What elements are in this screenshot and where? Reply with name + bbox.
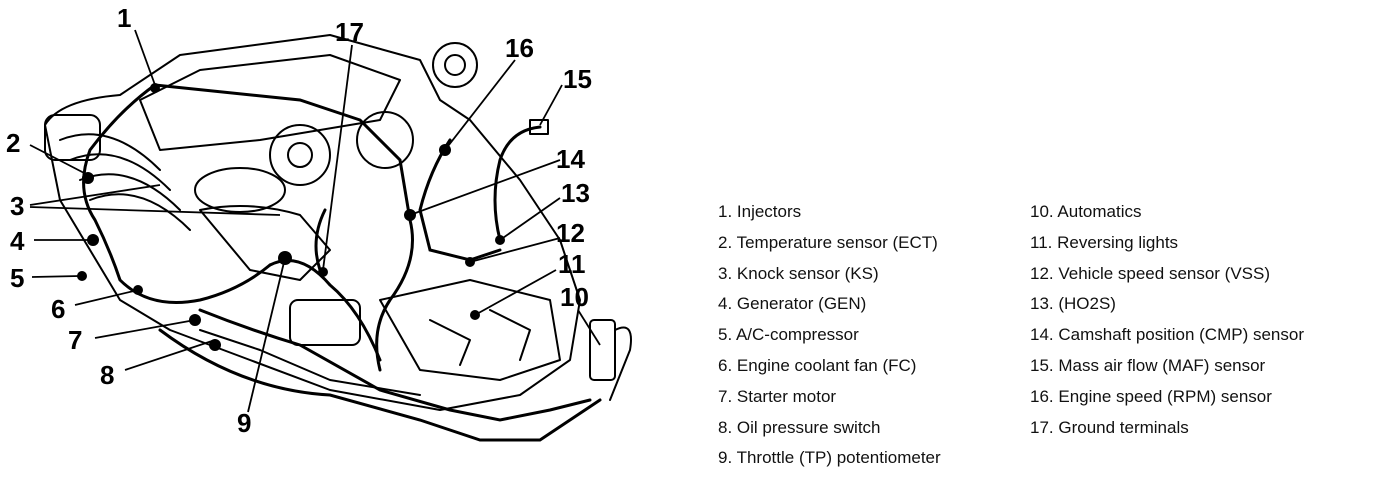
leader-3b: [29, 206, 281, 216]
legend-item: 12. Vehicle speed sensor (VSS): [1030, 263, 1271, 283]
oil-pan: [199, 329, 421, 396]
harness-injectors: [153, 83, 412, 222]
left-cover: [44, 114, 101, 161]
connector-dot: [82, 172, 94, 184]
leader-6: [74, 289, 139, 306]
alternator: [194, 167, 286, 213]
legend-item: 5. A/C-compressor: [718, 325, 859, 345]
leader-15: [539, 84, 563, 126]
harness-main: [82, 83, 272, 304]
connector-dot: [150, 83, 160, 93]
leader-8: [124, 339, 216, 371]
connector-dot: [318, 267, 328, 277]
leader-2: [29, 144, 89, 176]
pulley-top: [432, 42, 478, 88]
intake-runners: [59, 133, 191, 231]
valve-bracket: [589, 319, 616, 381]
leader-16: [444, 59, 516, 151]
pulley-inner: [287, 142, 313, 168]
callout-12: 12: [556, 218, 585, 248]
legend-item: 15. Mass air flow (MAF) sensor: [1030, 355, 1266, 375]
callout-4: 4: [10, 226, 25, 256]
callout-14: 14: [556, 144, 585, 174]
valve-lead: [609, 326, 632, 401]
pulley-top-inner: [444, 54, 466, 76]
callout-8: 8: [100, 360, 115, 390]
legend-item: 16. Engine speed (RPM) sensor: [1030, 386, 1272, 406]
legend-left-column: 1. Injectors 2. Temperature sensor (ECT)…: [718, 197, 941, 474]
legend-right-column: 10. Automatics 11. Reversing lights 12. …: [1030, 197, 1304, 443]
callout-7: 7: [68, 325, 83, 355]
legend-item: 8. Oil pressure switch: [718, 417, 881, 437]
engine-wiring-diagram: [29, 29, 632, 442]
leader-1: [134, 29, 156, 86]
legend-item: 14. Camshaft position (CMP) sensor: [1030, 325, 1304, 345]
callout-1: 1: [117, 3, 132, 33]
legend-item: 10. Automatics: [1030, 202, 1142, 221]
connector-dot: [209, 339, 221, 351]
connector-dot: [87, 234, 99, 246]
legend-item: 1. Injectors: [718, 202, 802, 221]
transmission-detail: [429, 309, 531, 366]
engine-block-outline: [44, 34, 581, 411]
callout-13: 13: [561, 178, 590, 208]
legend-item: 13. (HO2S): [1030, 294, 1116, 314]
leader-12: [469, 237, 561, 263]
harness-lower: [198, 308, 592, 422]
callout-10: 10: [560, 282, 589, 312]
transmission-housing: [379, 279, 561, 381]
leader-5: [31, 275, 81, 278]
legend-item: 11. Reversing lights: [1030, 232, 1179, 252]
leader-7: [94, 319, 196, 339]
harness-right: [375, 218, 414, 372]
callout-5: 5: [10, 263, 25, 293]
callout-17: 17: [335, 17, 364, 47]
harness-maf: [493, 125, 542, 242]
leader-11: [474, 269, 557, 316]
leader-3a: [29, 184, 161, 206]
legend-item: 17. Ground terminals: [1030, 417, 1189, 437]
legend-item: 4. Generator (GEN): [718, 294, 867, 314]
legend-item: 7. Starter motor: [718, 386, 837, 406]
leader-9: [247, 257, 286, 413]
connector-dot: [77, 271, 87, 281]
callout-3: 3: [10, 191, 25, 221]
valve-cover: [139, 54, 401, 151]
maf-connector: [529, 119, 549, 135]
leader-13: [499, 197, 561, 241]
leader-17: [322, 44, 353, 271]
harness-top: [418, 138, 502, 262]
legend-item: 3. Knock sensor (KS): [718, 263, 879, 283]
callout-15: 15: [563, 64, 592, 94]
callout-16: 16: [505, 33, 534, 63]
leader-10: [577, 309, 601, 346]
pulley-large: [269, 124, 331, 186]
legend-item: 2. Temperature sensor (ECT): [718, 232, 938, 252]
harness-ground: [314, 208, 327, 272]
legend-item: 6. Engine coolant fan (FC): [718, 355, 917, 375]
callout-6: 6: [51, 294, 66, 324]
callout-9: 9: [237, 408, 252, 438]
callout-11: 11: [558, 249, 586, 279]
pulley-right: [356, 111, 414, 169]
leader-14: [409, 159, 561, 216]
callout-2: 2: [6, 128, 21, 158]
legend-item: 9. Throttle (TP) potentiometer: [718, 448, 941, 468]
